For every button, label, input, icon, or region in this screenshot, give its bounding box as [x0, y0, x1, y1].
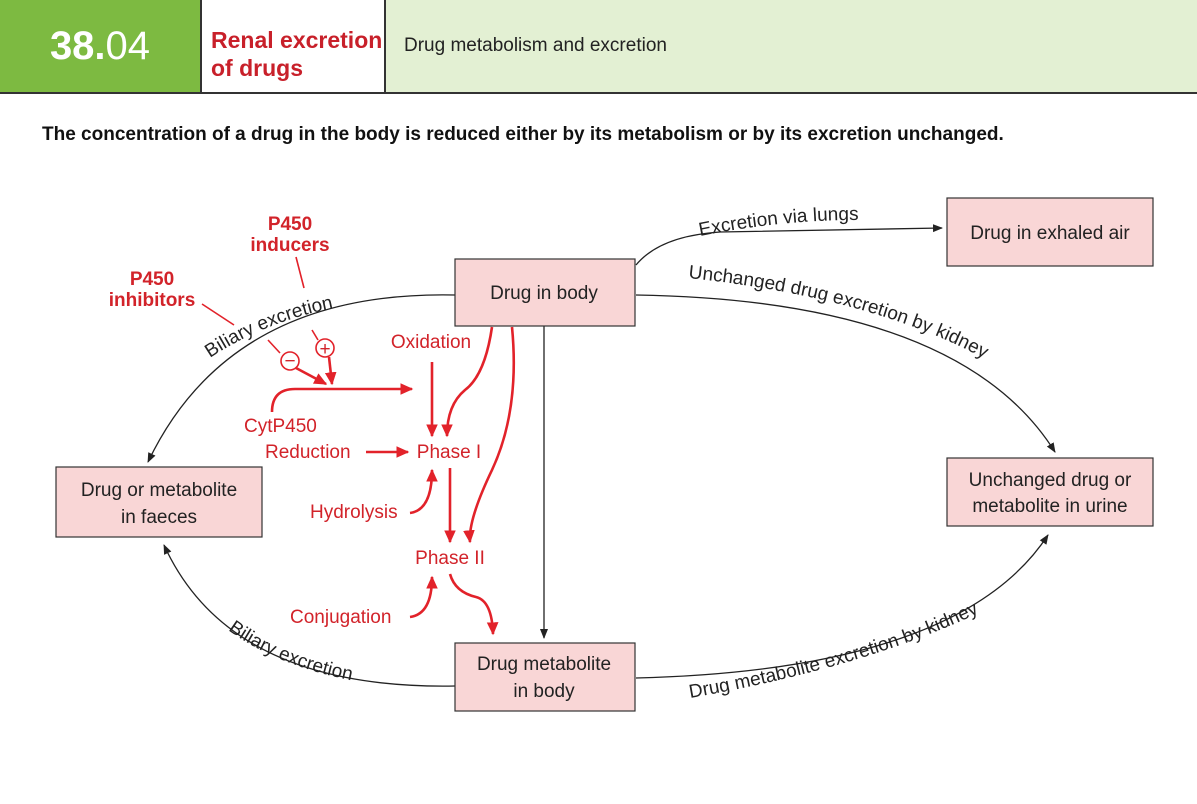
- arrow-to-faeces-bottom: [163, 544, 456, 687]
- box-faeces-label-1: Drug or metabolite: [81, 480, 237, 501]
- label-oxidation: Oxidation: [391, 332, 471, 353]
- box-faeces-label-2: in faeces: [121, 507, 197, 528]
- label-unchanged-kidney-path: Unchanged drug excretion by kidney: [688, 262, 993, 363]
- arrow-body-to-phase1: [441, 326, 494, 438]
- minus-circle: [280, 351, 300, 371]
- inhibitor-to-circle-line: [267, 339, 281, 354]
- label-p450-inhibitors-2: inhibitors: [109, 290, 196, 311]
- header-banner: 38.04 Renal excretion of drugs Drug meta…: [0, 0, 1197, 94]
- box-exhaled-air: Drug in exhaled air: [946, 197, 1154, 267]
- section-number: 38.04: [0, 0, 200, 92]
- box-urine-label-1: Unchanged drug or: [969, 470, 1132, 491]
- label-excretion-via-lungs: Excretion via lungs: [697, 204, 859, 241]
- label-metabolite-kidney: Drug metabolite excretion by kidney: [687, 598, 981, 703]
- box-urine: Unchanged drug or metabolite in urine: [946, 457, 1154, 527]
- arrow-to-faeces-top: [147, 294, 456, 463]
- label-phase1: Phase I: [417, 442, 481, 463]
- arrow-to-urine-top: [635, 294, 1056, 453]
- plus-symbol: +: [319, 339, 330, 360]
- section-title-line2: of drugs: [211, 55, 303, 81]
- label-unchanged-kidney: Unchanged drug excretion by kidney: [688, 262, 993, 363]
- label-biliary-top-path: Biliary excretion: [201, 292, 334, 362]
- arrow-hydrolysis: [409, 468, 438, 515]
- arrow-cytp450: [270, 383, 414, 413]
- label-hydrolysis: Hydrolysis: [310, 502, 398, 523]
- box-faeces: Drug or metabolite in faeces: [55, 466, 263, 538]
- section-title-line1: Renal excretion: [211, 27, 383, 53]
- section-subtitle: Drug metabolism and excretion: [386, 0, 1197, 92]
- inducer-to-circle-line: [311, 329, 319, 341]
- arrow-body-to-phase2: [463, 326, 516, 544]
- label-reduction: Reduction: [265, 442, 351, 463]
- label-phase2: Phase II: [415, 548, 485, 569]
- section-number-minor: 04: [105, 23, 151, 68]
- p450-inhibitor-line: [201, 303, 235, 326]
- box-metabolite-label-2: in body: [513, 681, 575, 702]
- box-drug-in-body: Drug in body: [454, 258, 636, 327]
- label-biliary-top: Biliary excretion: [201, 292, 334, 362]
- header-divider: [0, 92, 1197, 94]
- p450-inducer-line: [295, 256, 305, 289]
- section-title: Renal excretion of drugs: [200, 0, 386, 92]
- label-metabolite-kidney-path: Drug metabolite excretion by kidney: [687, 598, 981, 703]
- label-excretion-via-lungs-path: Excretion via lungs: [697, 204, 859, 241]
- arrow-to-urine-bottom: [635, 534, 1049, 679]
- label-p450-inhibitors-1: P450: [130, 269, 174, 290]
- arrow-plus-effect: [324, 356, 337, 386]
- box-metabolite: Drug metabolite in body: [454, 642, 636, 712]
- box-drug-in-body-label: Drug in body: [490, 283, 598, 304]
- label-cytp450: CytP450: [244, 416, 317, 437]
- arrow-phase2-to-metabolite: [448, 573, 499, 636]
- box-urine-label-2: metabolite in urine: [972, 496, 1127, 517]
- plus-circle: [315, 338, 335, 358]
- label-p450-inducers-2: inducers: [250, 235, 329, 256]
- section-number-major: 38.: [49, 23, 106, 68]
- arrow-conjugation: [409, 575, 438, 619]
- box-metabolite-label-1: Drug metabolite: [477, 654, 611, 675]
- minus-symbol: −: [284, 351, 295, 372]
- label-p450-inducers-1: P450: [268, 214, 312, 235]
- headline: The concentration of a drug in the body …: [42, 124, 1004, 145]
- label-conjugation: Conjugation: [290, 607, 391, 628]
- box-exhaled-air-label: Drug in exhaled air: [970, 223, 1130, 244]
- arrow-minus-effect: [295, 366, 328, 386]
- arrow-to-exhaled-air: [635, 224, 943, 266]
